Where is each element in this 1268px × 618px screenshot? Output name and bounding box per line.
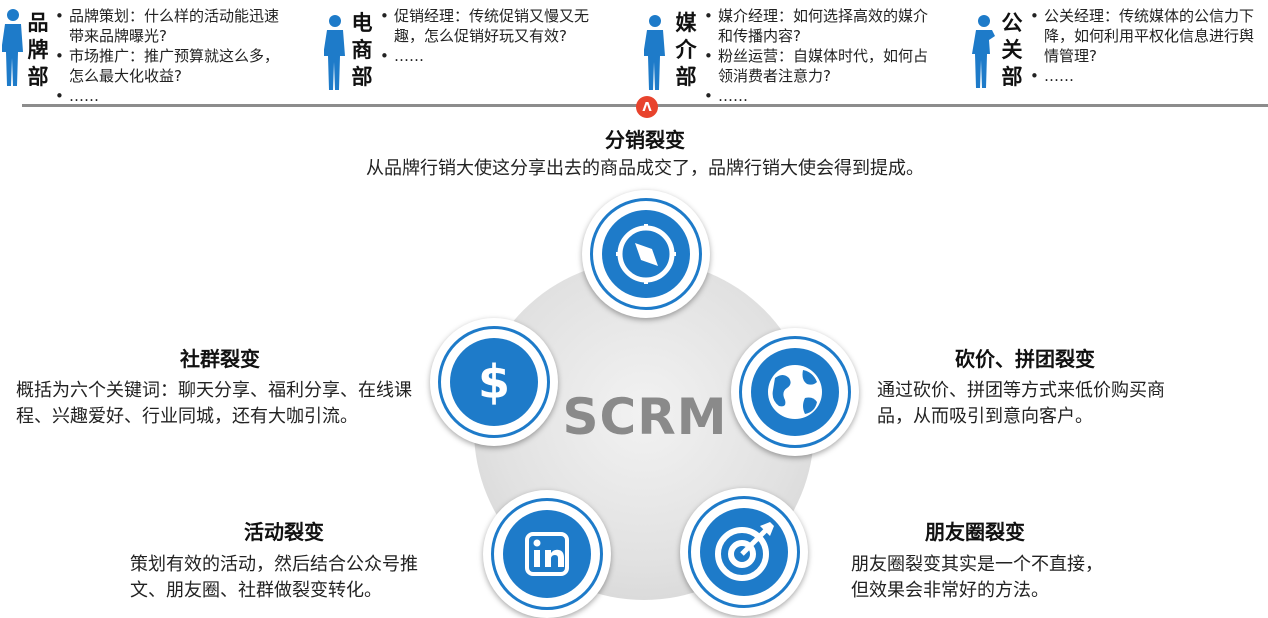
dept-bullets: 品牌策划：什么样的活动能迅速带来品牌曝光? 市场推广：推广预算就这么多，怎么最大… [55,6,280,106]
linkedin-icon [525,532,569,576]
bullet-item: …… [380,46,610,66]
bullet-item: 品牌策划：什么样的活动能迅速带来品牌曝光? [55,6,280,46]
title-huodong: 活动裂变 [244,520,324,544]
dept-brand: 品 牌 部 品牌策划：什么样的活动能迅速带来品牌曝光? 市场推广：推广预算就这么… [0,0,300,106]
caret-up-icon: Λ [636,96,658,118]
title-fenxiao: 分销裂变 [605,128,685,152]
globe-icon [768,365,822,419]
dept-pr: 公 关 部 公关经理：传统媒体的公信力下降，如何利用平权化信息进行舆情管理? …… [968,0,1268,100]
node-huodong [483,490,611,618]
businessman-icon [972,15,995,88]
businessman-icon [2,9,23,86]
businessman-icon [644,15,665,90]
businessman-icon [324,15,345,90]
bullet-item: …… [704,86,932,106]
bullet-item: 公关经理：传统媒体的公信力下降，如何利用平权化信息进行舆情管理? [1030,6,1258,66]
desc-kanjia: 通过砍价、拼团等方式来低价购买商品，从而吸引到意向客户。 [877,380,1165,427]
bullet-item: …… [55,86,280,106]
desc-shequn: 概括为六个关键词：聊天分享、福利分享、在线课程、兴趣爱好、行业同城，还有大咖引流… [16,380,412,427]
node-pengyouquan [680,488,808,616]
desc-pengyouquan: 朋友圈裂变其实是一个不直接，但效果会非常好的方法。 [851,554,1103,601]
dept-bullets: 公关经理：传统媒体的公信力下降，如何利用平权化信息进行舆情管理? …… [1030,6,1258,86]
center-label: SCRM [562,388,728,446]
bullet-item: …… [1030,66,1258,86]
dept-title: 媒 介 部 [675,11,697,89]
bullet-item: 市场推广：推广预算就这么多，怎么最大化收益? [55,46,280,86]
dept-title: 公 关 部 [1001,11,1023,89]
title-pengyouquan: 朋友圈裂变 [925,520,1025,544]
title-kanjia: 砍价、拼团裂变 [955,347,1095,371]
title-shequn: 社群裂变 [180,347,260,371]
bullet-item: 媒介经理：如何选择高效的媒介和传播内容? [704,6,932,46]
node-fenxiao [582,190,710,318]
dept-bullets: 促销经理：传统促销又慢又无趣，怎么促销好玩又有效? …… [380,6,610,66]
compass-icon [616,224,676,284]
node-shequn: $ [430,318,558,446]
dept-ecommerce: 电 商 部 促销经理：传统促销又慢又无趣，怎么促销好玩又有效? …… [318,0,618,100]
dollar-icon: $ [478,355,510,409]
dept-media: 媒 介 部 媒介经理：如何选择高效的媒介和传播内容? 粉丝运营：自媒体时代，如何… [640,0,940,106]
dept-bullets: 媒介经理：如何选择高效的媒介和传播内容? 粉丝运营：自媒体时代，如何占领消费者注… [704,6,932,106]
target-icon [715,522,774,581]
dept-title: 品 牌 部 [27,11,49,89]
svg-text:$: $ [478,355,510,409]
bullet-item: 粉丝运营：自媒体时代，如何占领消费者注意力? [704,46,932,86]
bullet-item: 促销经理：传统促销又慢又无趣，怎么促销好玩又有效? [380,6,610,46]
dept-title: 电 商 部 [351,11,373,89]
node-kanjia [731,328,859,456]
desc-huodong: 策划有效的活动，然后结合公众号推文、朋友圈、社群做裂变转化。 [130,554,418,601]
desc-fenxiao: 从品牌行销大使这分享出去的商品成交了，品牌行销大使会得到提成。 [366,158,924,179]
